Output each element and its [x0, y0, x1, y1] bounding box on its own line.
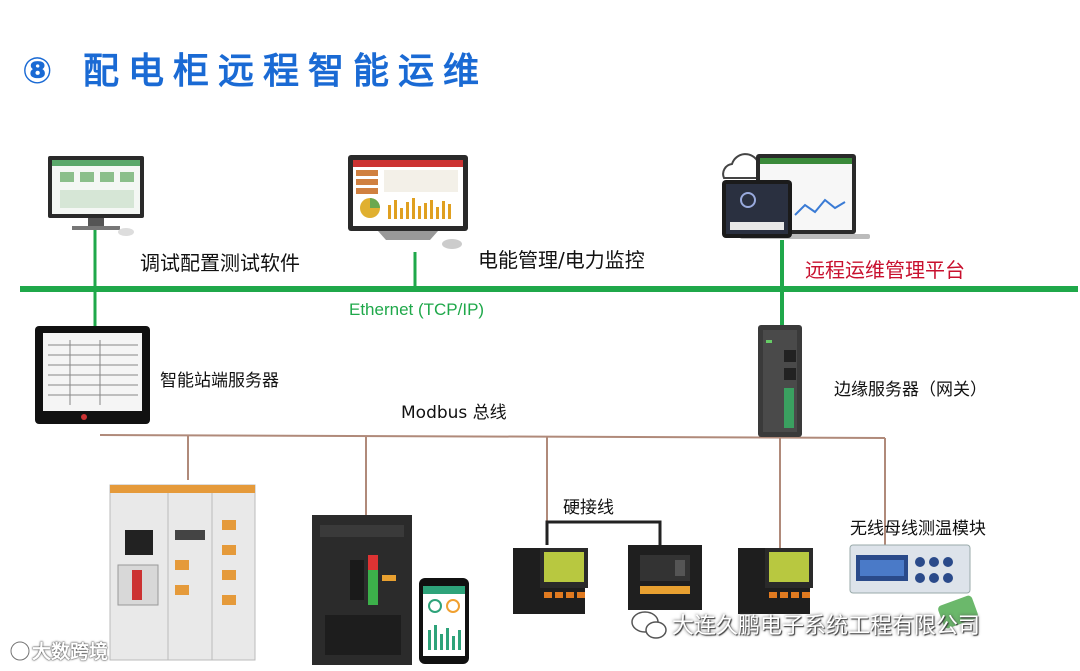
modbus-label: Modbus 总线 [401, 403, 507, 423]
remote-platform-label: 远程运维管理平台 [805, 258, 965, 282]
wechat-icon [631, 611, 667, 639]
energy-pc-monitor [348, 155, 468, 249]
wireless-temp-module [849, 544, 978, 629]
protection-relay [628, 545, 702, 610]
switchgear-cabinet [109, 484, 256, 661]
edge-server-label: 边缘服务器（网关） [834, 380, 987, 400]
wireless-temp-label: 无线母线测温模块 [850, 519, 986, 539]
air-circuit-breaker [312, 515, 412, 665]
energy-management-label: 电能管理/电力监控 [478, 248, 645, 272]
watermark-logo-icon [9, 640, 31, 662]
hardwire-link [545, 520, 662, 545]
debug-software-label: 调试配置测试软件 [140, 251, 300, 275]
page-title: ⑧ 配电柜远程智能运维 [22, 51, 489, 92]
ethernet-label: Ethernet (TCP/IP) [349, 300, 485, 319]
remote-platform-devices [722, 153, 870, 239]
power-meter-2 [738, 548, 813, 614]
station-server-label: 智能站端服务器 [160, 371, 279, 391]
modbus-bus [99, 434, 886, 439]
watermark-right: 大连久鹏电子系统工程有限公司 [672, 614, 981, 639]
hardwire-label: 硬接线 [563, 498, 614, 518]
edge-gateway-device [758, 325, 802, 437]
ethernet-bus [20, 286, 1078, 292]
station-server-panel [35, 326, 150, 424]
power-meter-1 [513, 548, 588, 614]
debug-pc-monitor [48, 156, 144, 236]
watermark-left: 大数跨境 [32, 641, 109, 663]
smartphone [419, 578, 469, 664]
